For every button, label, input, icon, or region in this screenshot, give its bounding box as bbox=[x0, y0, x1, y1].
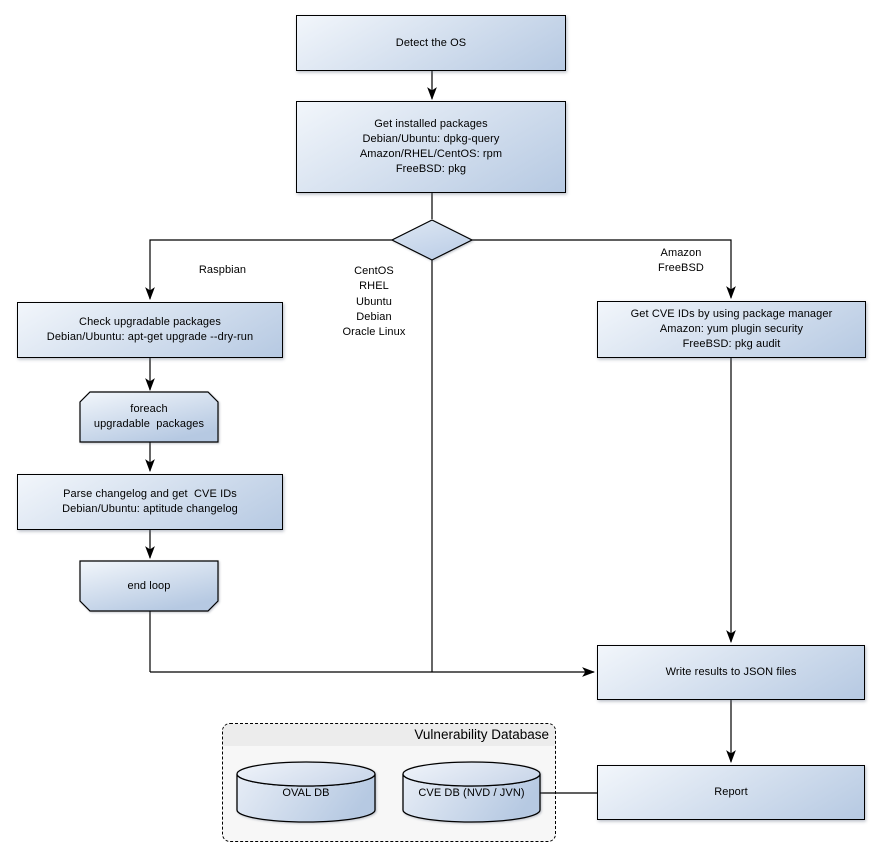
node-foreach-loop-shape bbox=[79, 391, 219, 443]
node-write-results-json: Write results to JSON files bbox=[597, 645, 865, 700]
node-get-installed-packages-label: Get installed packages Debian/Ubuntu: dp… bbox=[359, 118, 503, 175]
node-detect-os-label: Detect the OS bbox=[395, 36, 467, 49]
node-detect-os: Detect the OS bbox=[296, 15, 566, 71]
edge-label-amazon-freebsd: Amazon FreeBSD bbox=[658, 247, 704, 275]
node-get-cve-ids-package-manager-label: Get CVE IDs by using package manager Ama… bbox=[630, 308, 833, 350]
node-foreach-loop-label: foreach upgradable packages bbox=[93, 403, 205, 430]
vulnerability-database-header: Vulnerability Database bbox=[223, 724, 555, 746]
cve-db-cylinder-icon bbox=[402, 761, 541, 823]
node-end-loop-shape bbox=[79, 560, 219, 612]
edge-decision-to-check-upgradable bbox=[145, 239, 392, 301]
node-parse-changelog-label: Parse changelog and get CVE IDs Debian/U… bbox=[62, 488, 238, 515]
node-get-cve-ids-package-manager: Get CVE IDs by using package manager Ama… bbox=[597, 301, 866, 358]
vulnerability-database-title: Vulnerability Database bbox=[414, 727, 549, 742]
node-report: Report bbox=[597, 765, 865, 820]
oval-db-label: OVAL DB bbox=[282, 786, 330, 799]
node-check-upgradable-packages-label: Check upgradable packages Debian/Ubuntu:… bbox=[46, 316, 254, 343]
edge-label-raspbian: Raspbian bbox=[198, 264, 247, 276]
node-check-upgradable-packages: Check upgradable packages Debian/Ubuntu:… bbox=[17, 302, 283, 358]
cve-db-label: CVE DB (NVD / JVN) bbox=[418, 786, 525, 799]
node-write-results-json-label: Write results to JSON files bbox=[665, 666, 797, 678]
node-parse-changelog: Parse changelog and get CVE IDs Debian/U… bbox=[17, 474, 283, 530]
edge-decision-to-get-cve bbox=[472, 239, 736, 300]
node-get-installed-packages: Get installed packages Debian/Ubuntu: dp… bbox=[296, 101, 566, 193]
oval-db-cylinder-icon bbox=[236, 761, 376, 823]
edge-label-os-group: CentOS RHEL Ubuntu Debian Oracle Linux bbox=[342, 265, 406, 339]
node-report-label: Report bbox=[714, 786, 748, 798]
node-os-decision-diamond bbox=[390, 219, 474, 261]
node-end-loop-label: end loop bbox=[127, 579, 171, 592]
